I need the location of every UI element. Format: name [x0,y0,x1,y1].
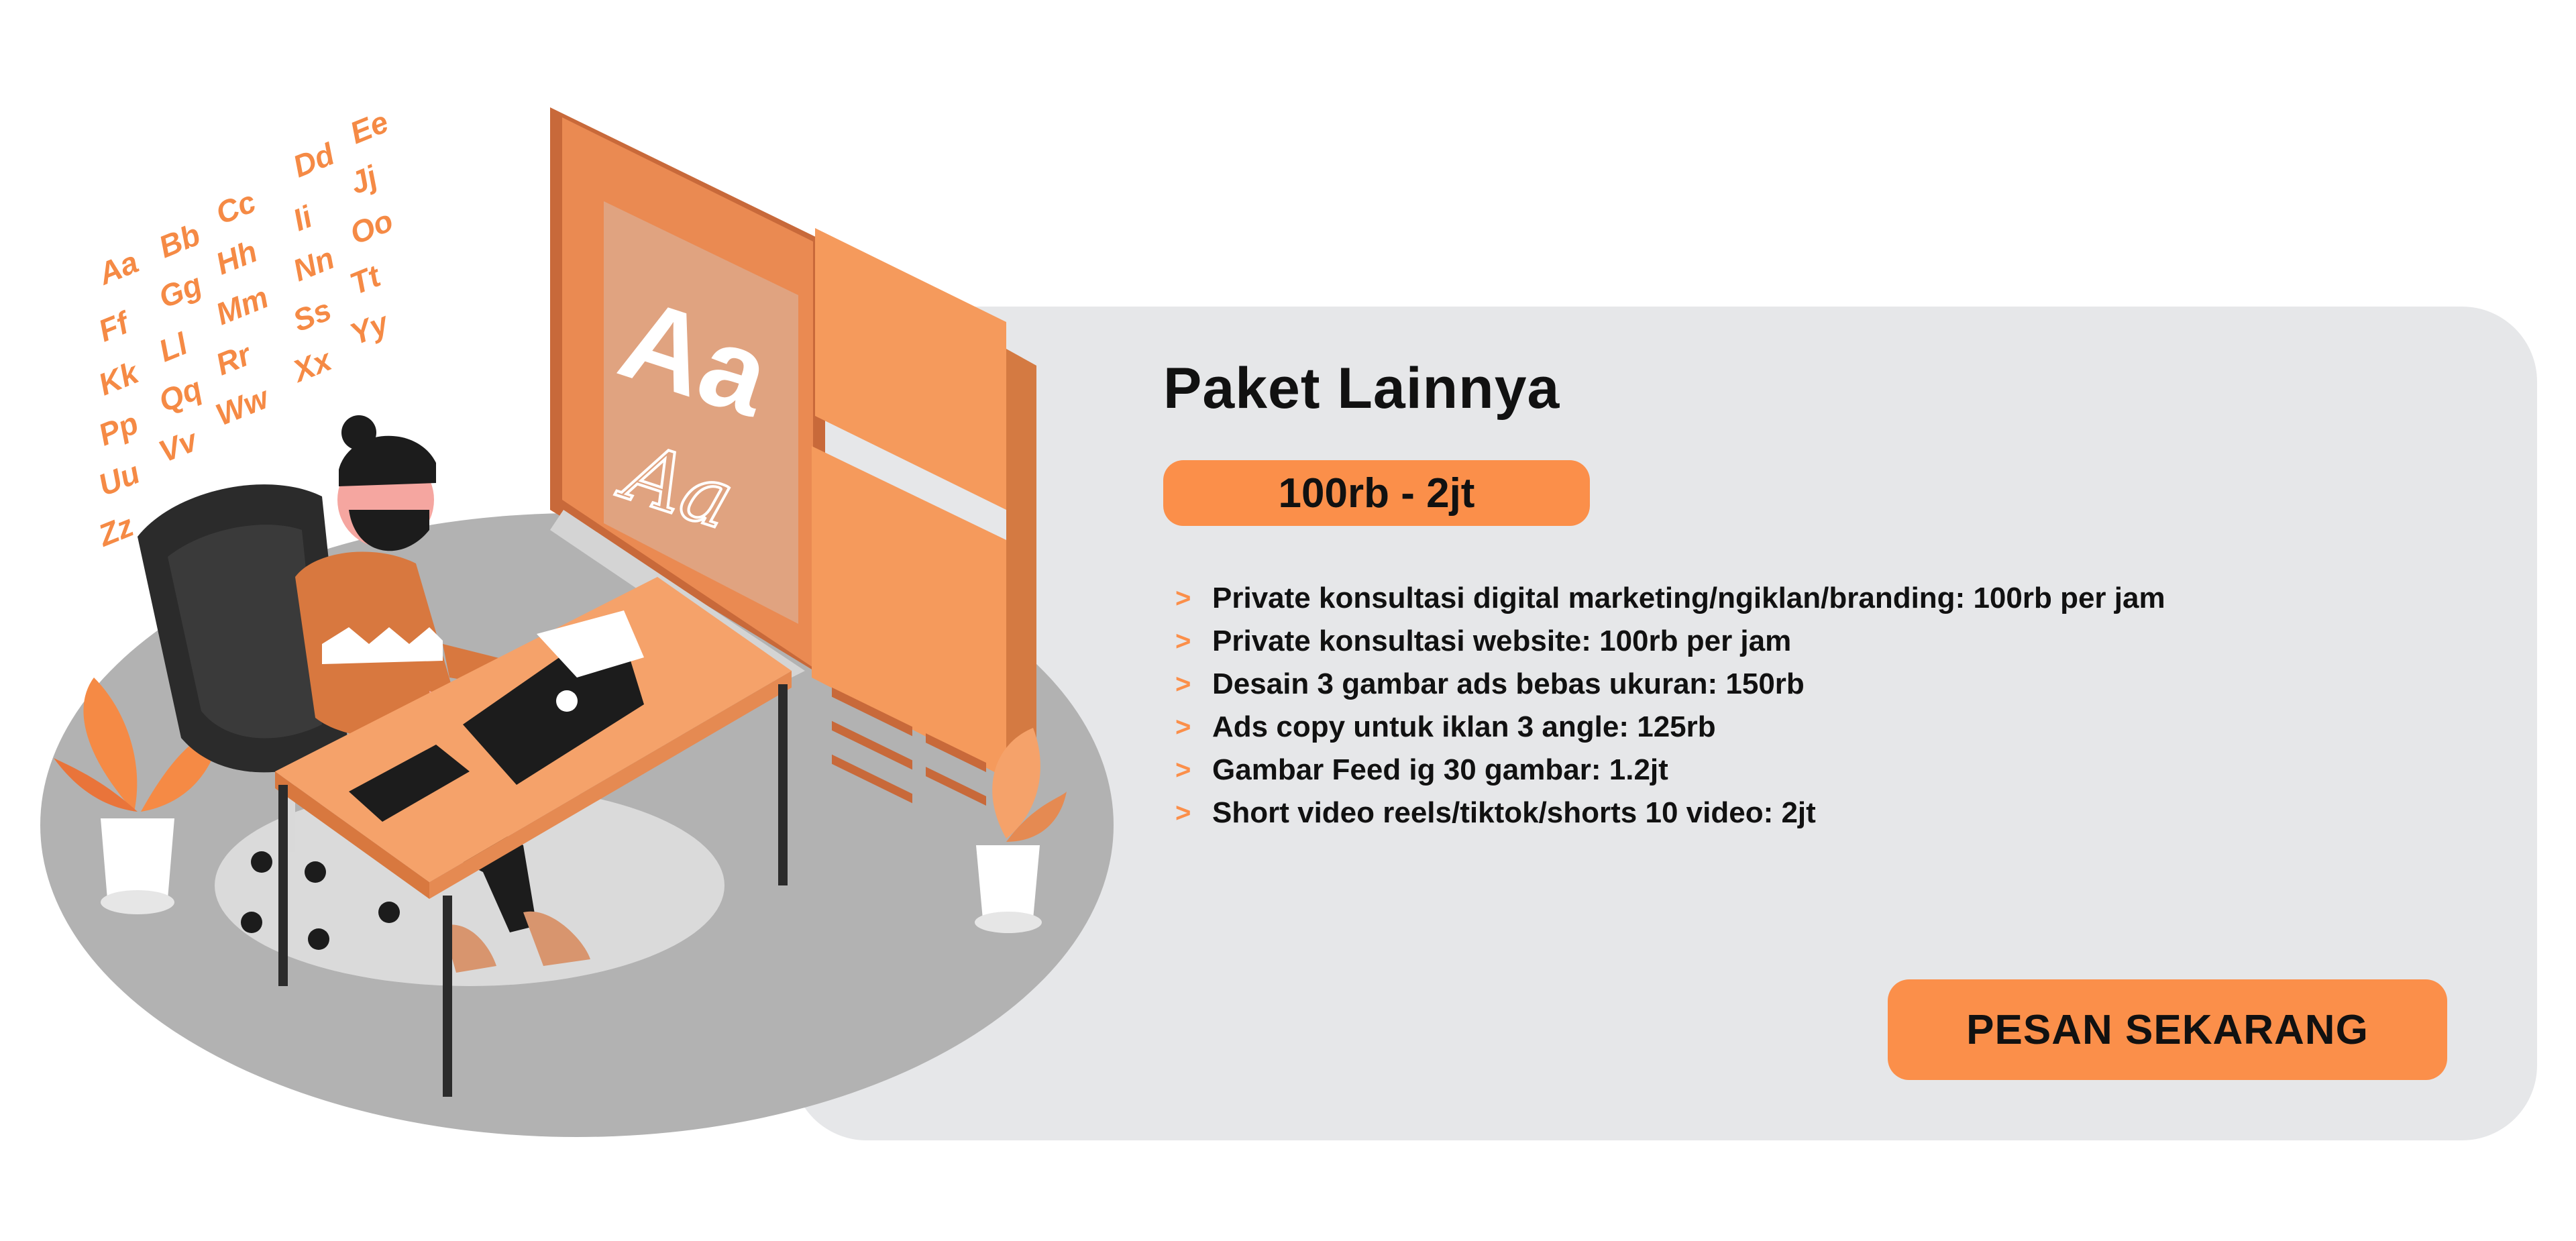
letter-pair: Cc [211,184,260,231]
letter-pair: Ii [288,199,317,237]
letter-pair: Qq [154,370,207,419]
chevron-right-icon: > [1175,755,1191,785]
chevron-right-icon: > [1175,626,1191,656]
feature-text: Private konsultasi digital marketing/ngi… [1212,582,2165,614]
feature-text: Private konsultasi website: 100rb per ja… [1212,625,1792,657]
chevron-right-icon: > [1175,669,1191,699]
letter-pair: Tt [345,258,386,301]
list-item: > Ads copy untuk iklan 3 angle: 125rb [1163,706,2165,749]
letter-pair: Oo [345,203,398,251]
letter-pair: Nn [288,240,339,288]
letter-pair: Jj [345,158,382,201]
plant-right [975,728,1067,933]
feature-text: Ads copy untuk iklan 3 angle: 125rb [1212,710,1716,743]
letter-pair: Mm [211,279,273,331]
feature-list: > Private konsultasi digital marketing/ng… [1163,577,2165,834]
letter-pair: Ss [288,292,336,338]
list-item: > Gambar Feed ig 30 gambar: 1.2jt [1163,749,2165,792]
feature-text: Gambar Feed ig 30 gambar: 1.2jt [1212,753,1668,786]
package-title: Paket Lainnya [1163,356,1560,421]
monitor-board: Aa Aa [550,107,1036,806]
price-badge: 100rb - 2jt [1163,460,1590,526]
chevron-right-icon: > [1175,583,1191,613]
letter-pair: Bb [154,217,205,264]
letter-pair: Ll [154,325,193,368]
designer-at-desk-illustration: Aa Bb Cc Dd Ee Ff Gg Hh Ii Jj Kk Ll Mm N… [40,104,1114,1137]
letter-pair: Vv [154,422,203,469]
letter-pair: Zz [92,508,138,553]
letter-pair: Dd [288,136,339,184]
letter-pair: Kk [93,354,144,402]
letter-pair: Yy [345,305,394,352]
plant-left [54,678,221,914]
order-now-button[interactable]: PESAN SEKARANG [1888,979,2447,1080]
feature-text: Short video reels/tiktok/shorts 10 video… [1212,796,1816,829]
letter-pair: Aa [93,244,143,292]
feature-text: Desain 3 gambar ads bebas ukuran: 150rb [1212,667,1805,700]
chevron-right-icon: > [1175,798,1191,828]
letter-pair: Rr [211,336,257,382]
letter-pair: Hh [211,233,262,281]
list-item: > Private konsultasi digital marketing/ng… [1163,577,2165,620]
letter-pair: Uu [93,455,144,502]
list-item: > Private konsultasi website: 100rb per j… [1163,620,2165,663]
letter-pair: Gg [154,266,207,315]
letter-pair: Ww [211,379,275,432]
list-item: > Desain 3 gambar ads bebas ukuran: 150rb [1163,663,2165,706]
letter-pair: Ee [345,104,393,150]
letter-pair: Pp [93,405,143,452]
desk [275,577,792,1097]
list-item: > Short video reels/tiktok/shorts 10 vide… [1163,792,2165,834]
letter-pair: Ff [93,304,136,348]
chevron-right-icon: > [1175,712,1191,742]
letter-pair: Xx [286,341,337,389]
